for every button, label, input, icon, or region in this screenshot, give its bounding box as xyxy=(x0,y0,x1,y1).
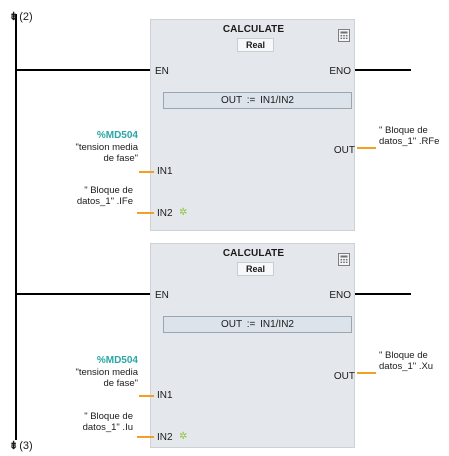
calculator-icon[interactable] xyxy=(338,253,350,266)
block-title: CALCULATE xyxy=(222,24,285,35)
en-pin[interactable]: EN xyxy=(155,66,169,77)
add-parameter-star-icon[interactable]: ✲ xyxy=(179,431,188,442)
in2-wire-stub xyxy=(137,212,154,214)
in2-operand-line2[interactable]: datos_1" .IFe xyxy=(76,196,133,207)
calculator-icon[interactable] xyxy=(338,29,350,42)
in1-operand-line2[interactable]: de fase" xyxy=(103,378,138,389)
network-marker-bottom[interactable]: ⇟ (3) xyxy=(9,440,33,452)
add-parameter-star-icon[interactable]: ✲ xyxy=(179,207,188,218)
eno-pin[interactable]: ENO xyxy=(329,290,351,301)
in1-address[interactable]: %MD504 xyxy=(96,355,138,366)
out-wire-stub xyxy=(357,147,376,149)
in2-operand-line1[interactable]: " Bloque de xyxy=(84,411,133,422)
out-wire-stub xyxy=(357,372,376,374)
out-operand-line2[interactable]: datos_1" .Xu xyxy=(379,361,434,372)
expression-field[interactable]: OUT := IN1/IN2 xyxy=(163,316,352,333)
in1-operand-line2[interactable]: de fase" xyxy=(103,153,138,164)
en-pin[interactable]: EN xyxy=(155,290,169,301)
eno-wire xyxy=(354,293,411,295)
network-marker-label: (2) xyxy=(19,11,33,23)
network-marker-label: (3) xyxy=(19,440,33,452)
in2-operand-line1[interactable]: " Bloque de xyxy=(84,185,133,196)
out-pin[interactable]: OUT xyxy=(333,145,355,156)
eno-pin[interactable]: ENO xyxy=(329,66,351,77)
block-type-selector[interactable]: Real xyxy=(237,262,274,276)
in1-address[interactable]: %MD504 xyxy=(96,130,138,141)
en-wire xyxy=(16,293,150,295)
in1-pin[interactable]: IN1 xyxy=(157,166,173,177)
calculate-block[interactable]: CALCULATE Real EN ENO OUT := IN1/IN2 OUT… xyxy=(150,19,355,231)
en-wire xyxy=(16,69,150,71)
in2-wire-stub xyxy=(137,436,154,438)
out-operand-line1[interactable]: " Bloque de xyxy=(379,125,428,136)
network-marker-top[interactable]: ⇟ (2) xyxy=(9,11,33,23)
block-title: CALCULATE xyxy=(222,248,285,259)
block-type-selector[interactable]: Real xyxy=(237,38,274,52)
jump-arrow-icon: ⇟ xyxy=(9,11,19,23)
in1-pin[interactable]: IN1 xyxy=(157,390,173,401)
in2-pin[interactable]: IN2 xyxy=(157,208,173,219)
jump-arrow-icon: ⇟ xyxy=(9,440,19,452)
left-power-rail xyxy=(15,14,17,440)
out-operand-line1[interactable]: " Bloque de xyxy=(379,350,428,361)
in2-operand-line2[interactable]: datos_1" .Iu xyxy=(82,422,133,433)
expression-field[interactable]: OUT := IN1/IN2 xyxy=(163,92,352,109)
eno-wire xyxy=(354,69,411,71)
in1-operand-line1[interactable]: "tension media xyxy=(75,142,138,153)
in1-operand-line1[interactable]: "tension media xyxy=(75,367,138,378)
calculate-block[interactable]: CALCULATE Real EN ENO OUT := IN1/IN2 OUT… xyxy=(150,243,355,448)
out-operand-line2[interactable]: datos_1" .RFe xyxy=(379,136,440,147)
out-pin[interactable]: OUT xyxy=(333,371,355,382)
in2-pin[interactable]: IN2 xyxy=(157,432,173,443)
in1-wire-stub xyxy=(139,395,154,397)
in1-wire-stub xyxy=(139,171,154,173)
